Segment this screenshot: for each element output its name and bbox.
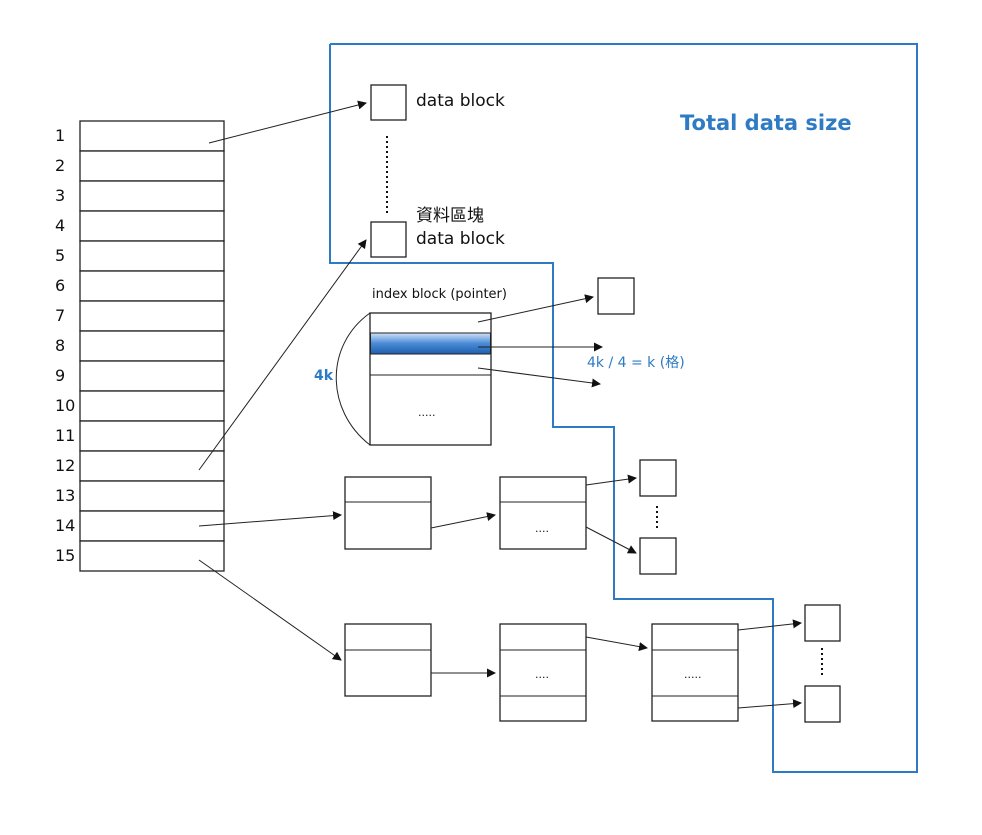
total-data-size-boundary	[329, 43, 918, 773]
inode-row-number: 5	[55, 246, 65, 265]
pointer-arrow	[585, 636, 648, 652]
pointer-arrow	[430, 512, 496, 529]
inode-table-row	[79, 420, 225, 452]
inode-table-row	[79, 330, 225, 362]
double-indirect-ellipsis: ....	[535, 522, 549, 535]
single-indirect-pointer-arrow	[198, 239, 367, 471]
index-pointer-arrow	[477, 367, 601, 388]
inode-row-number: 7	[55, 306, 65, 325]
inode-row-number: 9	[55, 366, 65, 385]
triple-indirect-ellipsis: ....	[535, 668, 549, 681]
inode-row-number: 8	[55, 336, 65, 355]
indirect-target-block	[597, 277, 635, 315]
index-block-label: index block (pointer)	[372, 287, 507, 302]
pointer-arrow	[737, 619, 802, 631]
double-indirect-data-block	[639, 459, 677, 497]
inode-table-row	[79, 390, 225, 422]
inode-table-row	[79, 540, 225, 572]
inode-row-number: 10	[55, 396, 75, 415]
double-indirect-pointer-arrow	[198, 511, 342, 527]
data-block-chinese-label: 資料區塊	[416, 206, 484, 226]
inode-row-number: 4	[55, 216, 65, 235]
inode-row-number: 6	[55, 276, 65, 295]
triple-indirect-level3-block	[651, 623, 739, 722]
data-block-bottom-label: data block	[416, 229, 505, 249]
double-indirect-level2-block	[499, 476, 587, 550]
inode-table-row	[79, 270, 225, 302]
inode-row-number: 15	[55, 546, 75, 565]
index-block-ellipsis: .....	[418, 406, 435, 419]
inode-table-row	[79, 480, 225, 512]
inode-table-row	[79, 210, 225, 242]
pointer-arrow	[585, 474, 637, 486]
inode-row-number: 11	[55, 426, 75, 445]
inode-row-number: 3	[55, 186, 65, 205]
total-data-size-label: Total data size	[680, 111, 852, 135]
inode-table-row	[79, 300, 225, 332]
triple-indirect-pointer-arrow	[198, 559, 342, 661]
data-block-top	[370, 84, 407, 121]
pointer-count-formula: 4k / 4 = k (格)	[587, 355, 685, 371]
inode-table-row	[79, 120, 225, 152]
triple-indirect-level1-block	[344, 623, 432, 697]
data-block-top-label: data block	[416, 91, 505, 111]
index-pointer-arrow	[477, 294, 594, 323]
inode-table-row	[79, 240, 225, 272]
inode-row-number: 14	[55, 516, 75, 535]
triple-indirect-ellipsis: .....	[684, 668, 701, 681]
size-4k-label: 4k	[314, 368, 334, 384]
triple-indirect-level2-block	[499, 623, 587, 722]
direct-pointer-arrow	[208, 100, 367, 144]
triple-indirect-data-block	[804, 685, 841, 723]
index-block-highlighted-entry	[370, 332, 491, 355]
inode-table-row	[79, 360, 225, 392]
inode-row-number: 12	[55, 456, 75, 475]
triple-indirect-data-block	[804, 604, 841, 642]
double-indirect-level1-block	[344, 476, 432, 550]
double-indirect-data-block	[639, 537, 677, 575]
pointer-arrow	[737, 699, 802, 709]
inode-row-number: 13	[55, 486, 75, 505]
inode-row-number: 1	[55, 126, 65, 145]
inode-table-row	[79, 180, 225, 212]
pointer-arrow	[585, 526, 637, 554]
inode-table-row	[79, 150, 225, 182]
data-block-bottom	[370, 221, 407, 258]
inode-row-number: 2	[55, 156, 65, 175]
size-brace	[335, 312, 371, 446]
